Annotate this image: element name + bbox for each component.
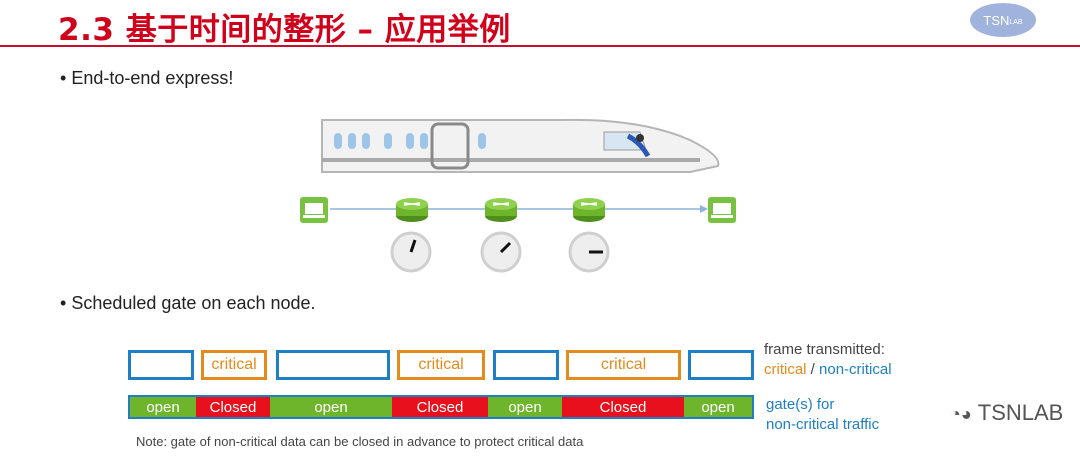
gate-open: open — [130, 396, 196, 418]
logo-sub: LAB — [1009, 18, 1023, 26]
watermark: ◔◕TSNLAB — [950, 400, 1063, 426]
clock-icon — [480, 231, 522, 273]
frame-non-critical — [493, 350, 559, 380]
gate-closed: Closed — [392, 396, 488, 418]
network-illustration — [300, 118, 736, 273]
legend-gate-line2: non-critical traffic — [766, 416, 880, 433]
gate-frame — [128, 395, 754, 419]
gate-open: open — [488, 396, 562, 418]
logo-text: TSN — [983, 12, 1010, 28]
bullet-scheduled-gate: Scheduled gate on each node. — [60, 293, 315, 314]
clock-icon — [568, 231, 610, 273]
legend-frame-title: frame transmitted: — [764, 341, 885, 358]
laptop-icon — [708, 197, 736, 223]
gate-open: open — [270, 396, 392, 418]
frame-critical: critical — [566, 350, 681, 380]
slide-title: 2.3 基于时间的整形 – 应用举例 — [58, 12, 511, 48]
note-text: Note: gate of non-critical data can be c… — [136, 434, 584, 449]
legend-gate-line1: gate(s) for — [766, 396, 835, 413]
switch-icon — [573, 198, 605, 222]
wechat-icon: ◔◕ — [950, 404, 972, 424]
title-rule — [0, 45, 1080, 47]
frame-critical: critical — [397, 350, 485, 380]
laptop-icon — [300, 197, 328, 223]
switch-icon — [396, 198, 428, 222]
frame-non-critical — [276, 350, 390, 380]
frame-critical: critical — [201, 350, 267, 380]
switch-icon — [485, 198, 517, 222]
bullet-end-to-end: End-to-end express! — [60, 68, 233, 89]
legend-non-critical: non-critical — [819, 361, 892, 378]
gate-closed: Closed — [196, 396, 270, 418]
frame-non-critical — [688, 350, 754, 380]
frame-non-critical — [128, 350, 194, 380]
watermark-text: TSNLAB — [977, 400, 1064, 425]
legend-frame-types: critical / non-critical — [764, 361, 892, 378]
legend-separator: / — [806, 361, 820, 378]
train-icon — [321, 118, 720, 173]
legend-critical: critical — [764, 361, 807, 378]
clock-icon — [390, 231, 432, 273]
gate-closed: Closed — [562, 396, 684, 418]
gate-open: open — [684, 396, 752, 418]
